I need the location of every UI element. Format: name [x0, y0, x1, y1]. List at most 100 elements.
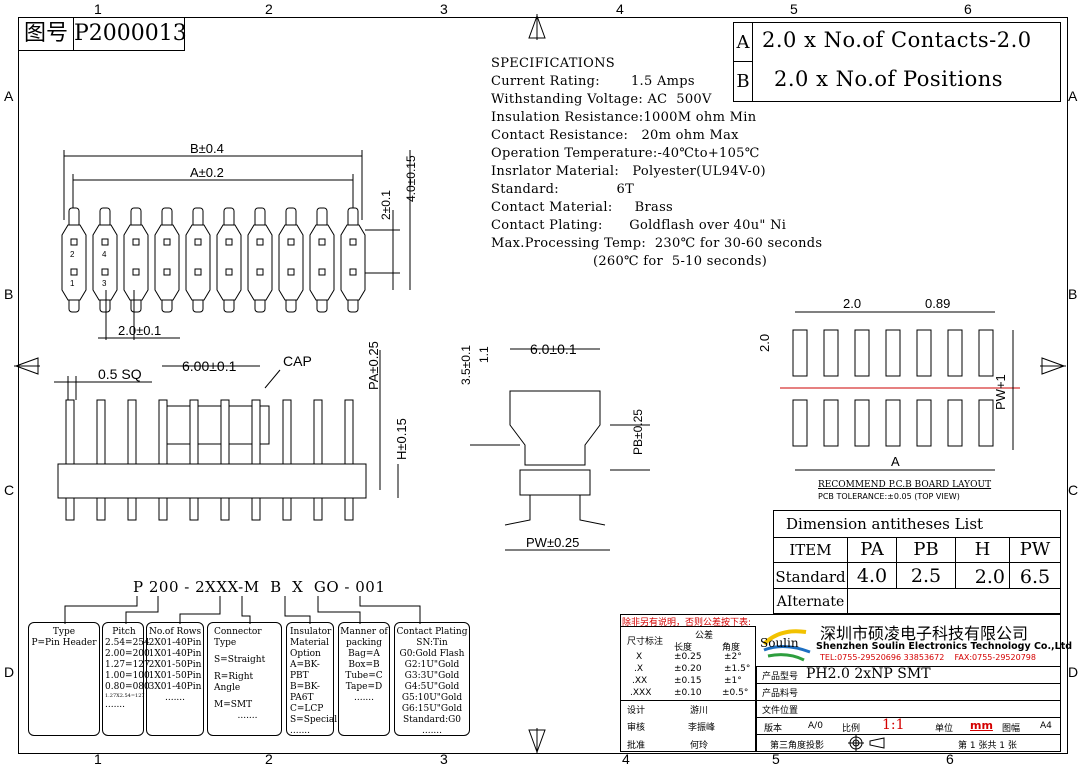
- pn-plating-box: Contact Plating SN:Tin G0:Gold Flash G2:…: [394, 622, 470, 736]
- grid-row-b-left: B: [4, 286, 14, 302]
- spec-line: Withstanding Voltage: AC 500V: [491, 92, 712, 107]
- tb-tol-row: ±0.20: [674, 664, 702, 674]
- spec-title: SPECIFICATIONS: [491, 56, 615, 71]
- pn-packing-line: Tape=D: [345, 682, 383, 692]
- tb-tol-row: X: [636, 652, 643, 662]
- pn-pitch-line: 1.00=100: [105, 671, 150, 681]
- top-pin-square: [256, 238, 264, 246]
- grid-col-5-top: 5: [790, 1, 798, 17]
- top-pin-square: [132, 268, 140, 276]
- pn-packing-line: Bag=A: [348, 649, 380, 659]
- dim-v2: 4.0±0.15: [404, 155, 418, 202]
- tb-tol-row: ±0.10: [674, 688, 702, 698]
- top-pin-square: [101, 268, 109, 276]
- dim-list-header: H: [955, 537, 1010, 563]
- pcb-pad-bottom: [823, 399, 839, 447]
- pn-packing-line: Tube=C: [345, 671, 383, 681]
- pn-rows-line: 1X01-50Pin: [148, 671, 202, 681]
- tb-tol-row: .X: [634, 664, 644, 674]
- pcb-pad-top: [854, 329, 870, 377]
- spec-line: Insulation Resistance:1000M ohm Min: [491, 110, 757, 125]
- tb-material-label: 产品料号: [762, 689, 799, 699]
- dim-a-tol: A±0.2: [190, 165, 224, 180]
- dim-list-cell: Standard: [773, 562, 848, 589]
- dim-list-header: PA: [847, 537, 897, 563]
- top-pin-square: [194, 238, 202, 246]
- grid-row-d-left: D: [4, 664, 15, 680]
- side-pin: [96, 399, 106, 521]
- end-view-drawing: 6.0±0.1 3.5±0.1 1.1 PB±0.25 PW±0.25: [459, 341, 650, 551]
- tb-tol-row: ±1°: [724, 676, 742, 686]
- dim-a-label: A: [733, 22, 753, 62]
- top-pin-body: [216, 224, 242, 301]
- dim-b-tol: B±0.4: [190, 141, 224, 156]
- tb-tol-row: .XXX: [630, 688, 652, 698]
- drawing-no: P2000013: [73, 17, 187, 51]
- dim-list-header: PW: [1009, 537, 1061, 563]
- tb-review-name: 李振峰: [688, 723, 716, 733]
- spec-line: Insrlator Material: Polyester(UL94V-0): [491, 164, 766, 179]
- tb-material-row: [756, 683, 1061, 701]
- dim-list-cell: 6.5: [1009, 562, 1061, 589]
- tb-approve-label: 批准: [627, 741, 646, 751]
- projection-symbol-icon: [848, 735, 885, 751]
- grid-col-1-bottom: 1: [94, 751, 102, 767]
- logo-text: Soulin: [760, 636, 799, 650]
- pn-plating-line: G4:5U"Gold: [404, 682, 460, 692]
- pn-type-title: Type: [52, 627, 76, 637]
- side-pin: [344, 399, 354, 521]
- top-pin-body: [92, 224, 118, 301]
- pn-rows-line: 3X01-40Pin: [148, 682, 202, 692]
- pcb-pad-top: [823, 329, 839, 377]
- pin-label-4: 4: [102, 250, 107, 259]
- spec-line: Contact Plating: Goldflash over 40u" Ni: [491, 218, 787, 233]
- cap-dim: 6.00±0.1: [182, 358, 237, 374]
- side-pin: [220, 399, 230, 521]
- top-pin-body: [123, 224, 149, 301]
- tb-model-label: 产品型号: [762, 672, 799, 682]
- side-pin: [313, 399, 323, 521]
- pcb-pad-top: [885, 329, 901, 377]
- tb-sheet: 第 1 张共 1 张: [958, 741, 1017, 751]
- pn-pitch-box: Pitch 2.54=254 2.00=200 1.27=127 1.00=10…: [102, 622, 150, 736]
- top-pin-body: [309, 224, 335, 301]
- tb-scale-value: 1:1: [882, 717, 905, 733]
- tb-doc-label: 文件位置: [762, 706, 799, 716]
- sq-dim: 0.5 SQ: [98, 366, 142, 382]
- top-pin-body: [340, 224, 366, 301]
- pn-plating-line: G0:Gold Flash: [399, 649, 465, 659]
- tb-col-len: 长度: [674, 643, 693, 653]
- end-v2-dim: 1.1: [477, 346, 491, 363]
- pcb-pw: PW+1: [993, 374, 1008, 410]
- pn-insulator-line: S=Special: [290, 715, 338, 725]
- dim-b-label: B: [733, 61, 753, 102]
- tb-size-label: 尺寸标注: [627, 637, 664, 647]
- tb-design-name: 游川: [690, 706, 709, 716]
- dim-b-value: 2.0 x No.of Positions: [774, 67, 1004, 91]
- pn-conn-type-line: R=Right Angle: [214, 672, 254, 693]
- center-mark-right: [1040, 357, 1066, 375]
- tb-doc-row: [756, 700, 1061, 718]
- end-v1-dim: 3.5±0.1: [459, 345, 473, 385]
- grid-row-c-left: C: [4, 482, 15, 498]
- spec-line: Standard: 6T: [491, 182, 635, 197]
- top-view-drawing: B±0.4 A±0.2 2±0.1 4.0±0.15 2.0±0.1 2 4 1…: [61, 141, 418, 340]
- pn-type-line: P=Pin Header: [31, 638, 97, 648]
- top-pin-square: [318, 238, 326, 246]
- top-pin-square: [70, 238, 78, 246]
- pa-dim: PA±0.25: [366, 341, 381, 390]
- pn-pitch-line: 2.00=200: [105, 649, 150, 659]
- pb-dim: PB±0.25: [631, 409, 645, 455]
- pcb-pad-top: [792, 329, 808, 377]
- pn-rows-box: No.of Rows 2X01-40Pin 1X01-40Pin 2X01-50…: [146, 622, 204, 736]
- tb-tol-header: 公差: [695, 631, 714, 641]
- pcb-pad-top: [947, 329, 963, 377]
- grid-row-a-left: A: [4, 88, 14, 104]
- grid-row-b-right: B: [1068, 286, 1078, 302]
- pn-conn-type-box: Connector Type S=Straight R=Right Angle …: [207, 622, 282, 736]
- spec-line: Contact Material: Brass: [491, 200, 674, 215]
- pcb-d3: 2.0: [757, 334, 772, 352]
- pin-label-1: 1: [70, 279, 75, 288]
- tb-tol-row: .XX: [632, 676, 648, 686]
- pcb-a: A: [891, 454, 900, 469]
